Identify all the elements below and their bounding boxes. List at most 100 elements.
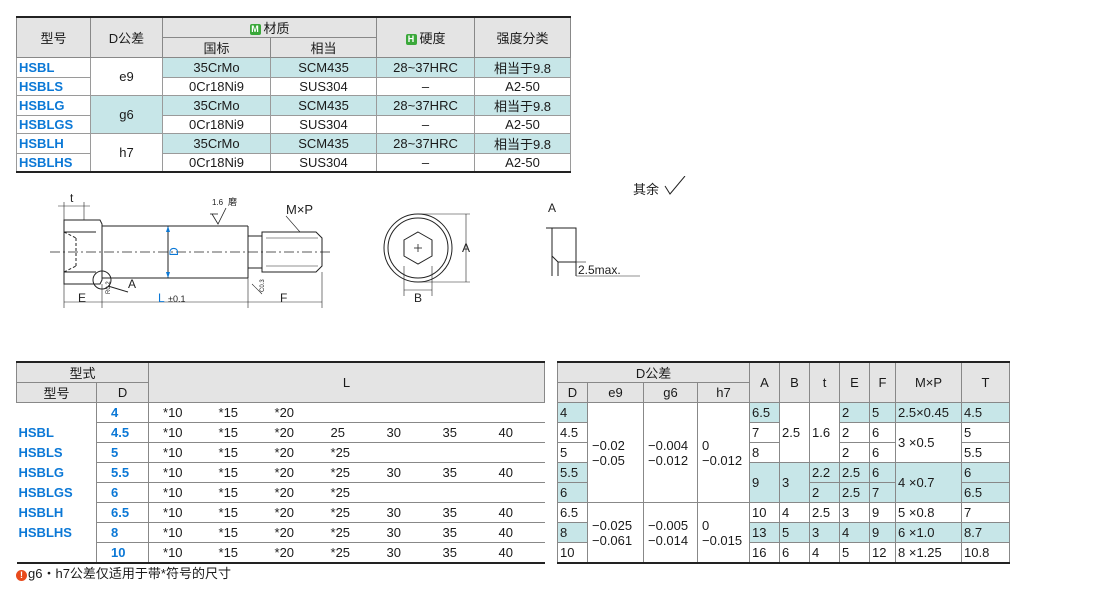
l-value-cell[interactable]: 30 — [372, 462, 429, 483]
header-d-tolerance: D公差 — [556, 361, 751, 383]
dim-e-label: E — [78, 291, 86, 305]
l-value-cell[interactable]: 30 — [372, 422, 429, 443]
e-cell: 2.5 — [839, 482, 871, 503]
g6-lower: −0.014 — [648, 532, 689, 548]
l-value-cell — [316, 402, 373, 423]
l-value-cell[interactable]: 35 — [428, 462, 485, 483]
l-value-cell[interactable]: *15 — [204, 422, 261, 443]
model-link[interactable]: HSBLG — [16, 95, 91, 116]
model-link[interactable]: HSBL — [16, 422, 97, 443]
national-cell: 35CrMo — [162, 133, 271, 154]
l-value-cell[interactable]: *20 — [260, 482, 317, 503]
l-value-cell[interactable]: 40 — [484, 522, 545, 543]
l-value-cell[interactable]: 35 — [428, 422, 485, 443]
l-value-cell[interactable]: *15 — [204, 462, 261, 483]
l-value-cell[interactable]: *25 — [316, 542, 373, 564]
l-value-cell[interactable]: *15 — [204, 402, 261, 423]
l-value-cell[interactable]: *15 — [204, 522, 261, 543]
l-value-cell[interactable]: *25 — [316, 502, 373, 523]
model-link[interactable]: HSBLGS — [16, 115, 91, 134]
l-value-cell[interactable]: 35 — [428, 502, 485, 523]
e-cell: 4 — [839, 522, 871, 543]
strength-cell: A2-50 — [474, 77, 572, 96]
roughness-note: 其余 — [633, 175, 689, 198]
l-value-cell[interactable]: 25 — [316, 422, 373, 443]
d-value-link[interactable]: 4 — [96, 402, 150, 423]
l-value-cell[interactable]: *10 — [148, 542, 205, 564]
l-value-cell[interactable]: 35 — [428, 522, 485, 543]
l-value-cell[interactable]: *10 — [148, 442, 205, 463]
e9-tolerance-cell: −0.025−0.061 — [587, 502, 644, 564]
l-value-cell[interactable]: *20 — [260, 462, 317, 483]
l-value-cell[interactable]: *10 — [148, 462, 205, 483]
l-value-cell[interactable]: *25 — [316, 482, 373, 503]
d-value-link[interactable]: 5 — [96, 442, 150, 463]
model-link[interactable]: HSBLHS — [16, 153, 91, 173]
l-value-cell[interactable]: 40 — [484, 502, 545, 523]
l-value-cell[interactable]: 40 — [484, 542, 545, 564]
l-value-cell[interactable]: *25 — [316, 462, 373, 483]
l-value-cell[interactable]: *15 — [204, 502, 261, 523]
l-value-cell[interactable]: *20 — [260, 542, 317, 564]
l-value-cell[interactable]: *10 — [148, 402, 205, 423]
hardness-cell: 28~37HRC — [376, 95, 476, 116]
l-value-cell[interactable]: *10 — [148, 422, 205, 443]
header-f: F — [869, 361, 897, 403]
national-cell: 0Cr18Ni9 — [162, 115, 271, 134]
l-value-cell[interactable]: *20 — [260, 502, 317, 523]
roughness-check-icon — [664, 175, 686, 195]
d-value-link[interactable]: 10 — [96, 542, 150, 564]
h7-lower: −0.012 — [702, 452, 743, 468]
l-value-cell[interactable]: *10 — [148, 502, 205, 523]
l-value-cell[interactable]: *20 — [260, 422, 317, 443]
l-value-cell[interactable]: 30 — [372, 522, 429, 543]
model-link[interactable]: HSBLG — [16, 462, 97, 483]
national-cell: 35CrMo — [162, 95, 271, 116]
d-value-link[interactable]: 6 — [96, 482, 150, 503]
t-cap-cell: 8.7 — [961, 522, 1011, 543]
d-value-link[interactable]: 8 — [96, 522, 150, 543]
b-cell: 4 — [779, 502, 811, 523]
header-mxp: M×P — [895, 361, 963, 403]
l-value-cell[interactable]: 40 — [484, 462, 545, 483]
model-link[interactable]: HSBLH — [16, 502, 97, 523]
l-value-cell[interactable]: *15 — [204, 542, 261, 564]
d-cell: 8 — [557, 522, 588, 543]
equivalent-cell: SCM435 — [269, 95, 378, 116]
l-value-cell[interactable]: *20 — [260, 442, 317, 463]
l-value-cell[interactable]: *15 — [204, 442, 261, 463]
l-value-cell[interactable]: *10 — [148, 522, 205, 543]
l-value-cell[interactable]: *10 — [148, 482, 205, 503]
roughness-label: 1.6 — [212, 198, 224, 207]
d-value-link[interactable]: 5.5 — [96, 462, 150, 483]
model-link[interactable]: HSBLS — [16, 442, 97, 463]
model-link[interactable]: HSBL — [16, 57, 91, 78]
model-link[interactable]: HSBLGS — [16, 482, 97, 503]
t-cell: 2.2 — [809, 462, 841, 483]
l-value-cell[interactable]: 40 — [484, 422, 545, 443]
d-cell: 4 — [557, 402, 588, 423]
l-value-cell[interactable]: *20 — [260, 402, 317, 423]
l-value-cell[interactable]: *25 — [316, 442, 373, 463]
angle2-label: C0.3 — [260, 279, 266, 292]
model-link[interactable]: HSBLH — [16, 133, 91, 154]
d-cell: 6.5 — [557, 502, 588, 523]
model-link[interactable]: HSBLS — [16, 77, 91, 96]
d-value-link[interactable]: 4.5 — [96, 422, 150, 443]
roughness-note-text: 其余 — [633, 182, 660, 197]
t-cell: 3 — [809, 522, 841, 543]
l-value-cell[interactable]: 30 — [372, 542, 429, 564]
table-row: 6 2 2.5 7 6.5 — [557, 482, 1011, 503]
table-row: HSBLHS 0Cr18Ni9 SUS304 – A2-50 — [16, 153, 572, 173]
tolerance-cell: h7 — [90, 133, 163, 173]
model-link[interactable]: HSBLHS — [16, 522, 97, 543]
l-value-cell[interactable]: *20 — [260, 522, 317, 543]
l-value-cell[interactable]: *25 — [316, 522, 373, 543]
l-value-cell[interactable]: 35 — [428, 542, 485, 564]
l-value-cell[interactable]: *15 — [204, 482, 261, 503]
h7-tolerance-cell: 0−0.015 — [696, 502, 751, 564]
table-row: 5.5 9 3 2.2 2.5 6 4 ×0.7 6 — [557, 462, 1011, 503]
l-value-cell[interactable]: 30 — [372, 502, 429, 523]
d-value-link[interactable]: 6.5 — [96, 502, 150, 523]
